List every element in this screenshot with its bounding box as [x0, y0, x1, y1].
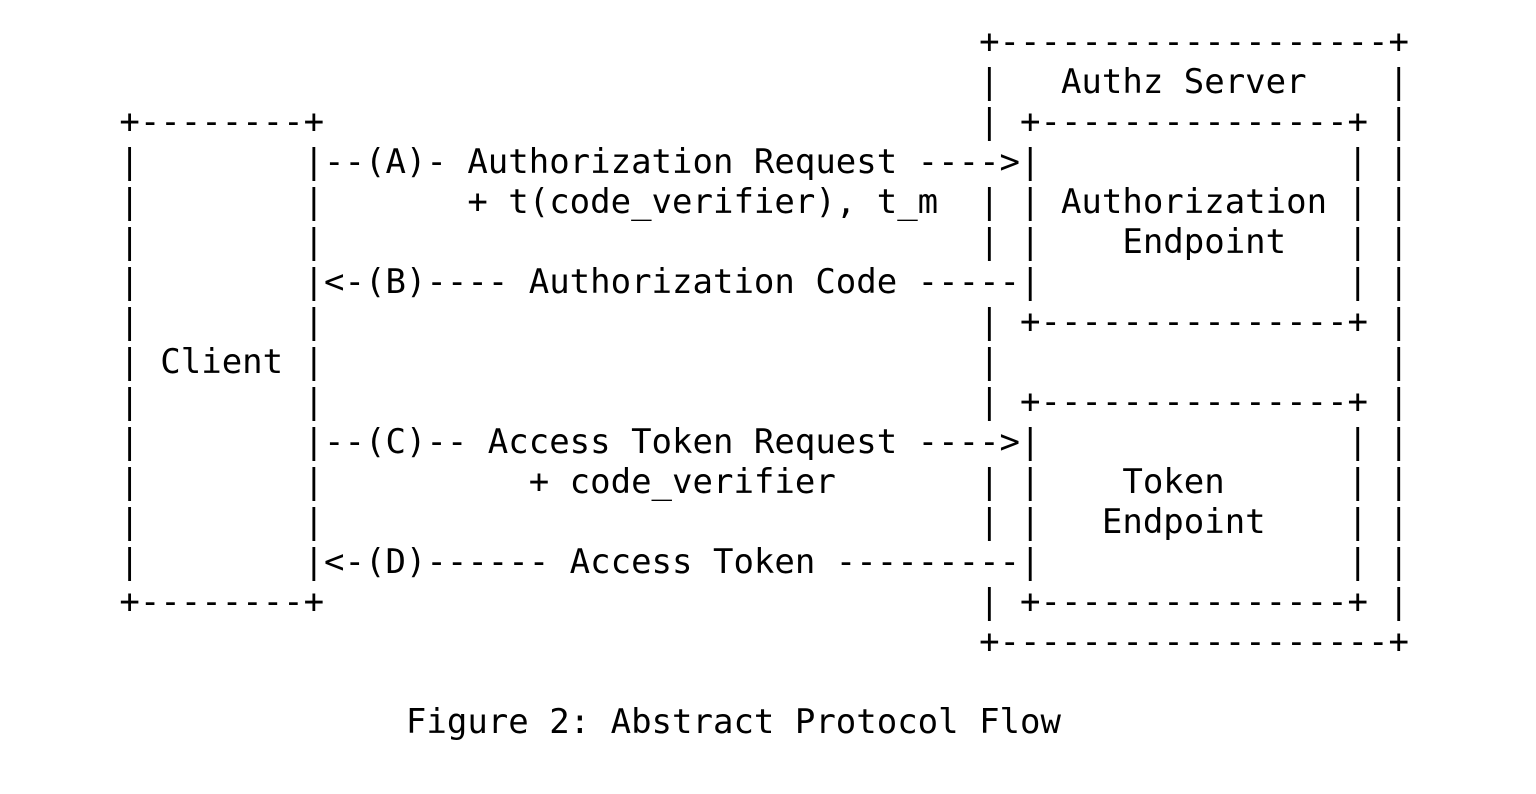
ascii-row-step-c-detail: | | + code_verifier | | Token | |	[17, 462, 1409, 502]
ascii-row-step-a-detail: | | + t(code_verifier), t_m | | Authoriz…	[17, 182, 1409, 222]
figure-caption: Figure 2: Abstract Protocol Flow	[17, 702, 1061, 742]
ascii-row-inner-box-bottom: | | | +---------------+ |	[17, 302, 1409, 342]
ascii-row-blank	[17, 662, 1536, 702]
ascii-row-authorization-endpoint: | | | | Endpoint | |	[17, 222, 1409, 262]
ascii-row-token-endpoint: | | | | Endpoint | |	[17, 502, 1409, 542]
ascii-row-step-a-arrow: | |--(A)- Authorization Request ---->| |…	[17, 142, 1409, 182]
ascii-row-client-label: | Client | | |	[17, 342, 1409, 382]
ascii-row-authz-box-top: +-------------------+	[17, 22, 1409, 62]
ascii-row-step-d-arrow: | |<-(D)------ Access Token ---------| |…	[17, 542, 1409, 582]
ascii-row-authz-box-bottom: +-------------------+	[17, 622, 1409, 662]
ascii-row-client-box-top: +--------+ | +---------------+ |	[17, 102, 1409, 142]
ascii-diagram: +-------------------+ | Authz Server | +…	[17, 22, 1536, 742]
ascii-row-step-c-arrow: | |--(C)-- Access Token Request ---->| |…	[17, 422, 1409, 462]
ascii-row-token-box-top: | | | +---------------+ |	[17, 382, 1409, 422]
ascii-row-client-box-bottom: +--------+ | +---------------+ |	[17, 582, 1409, 622]
ascii-row-step-b-arrow: | |<-(B)---- Authorization Code -----| |…	[17, 262, 1409, 302]
ascii-row-authz-server-label: | Authz Server |	[17, 62, 1409, 102]
